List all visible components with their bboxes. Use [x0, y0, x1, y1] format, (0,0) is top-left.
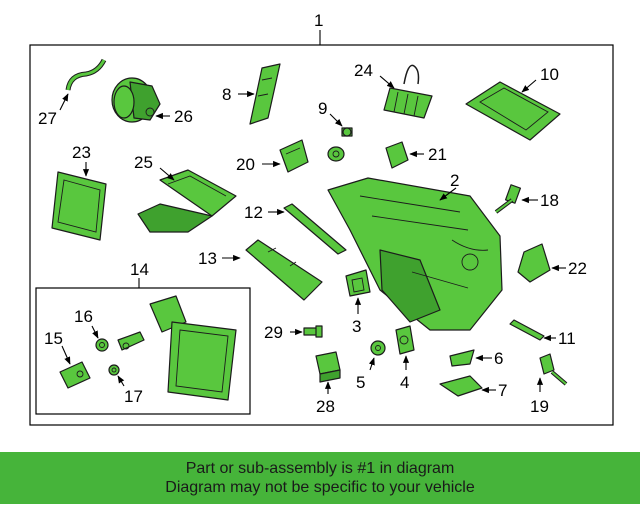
callout-12: 12	[244, 203, 263, 222]
part-17-o-ring	[108, 364, 120, 376]
callout-4: 4	[400, 373, 409, 392]
callout-7: 7	[498, 381, 507, 400]
callout-6: 6	[494, 349, 503, 368]
callout-20: 20	[236, 155, 255, 174]
callout-15: 15	[44, 329, 63, 348]
part-15-expansion-valve	[59, 361, 91, 389]
callout-14: 14	[130, 260, 149, 279]
part-4-lever	[395, 325, 415, 355]
callout-26: 26	[174, 107, 193, 126]
part-10-cover	[465, 81, 561, 141]
callout-16: 16	[74, 307, 93, 326]
callout-5: 5	[356, 373, 365, 392]
part-13-duct-panel	[245, 239, 323, 301]
assembly-frame	[29, 44, 614, 426]
part-9-fastener	[341, 127, 353, 137]
callout-23: 23	[72, 143, 91, 162]
callout-28: 28	[316, 397, 335, 416]
footer-line-2: Diagram may not be specific to your vehi…	[165, 479, 475, 496]
part-actuator-gear	[327, 146, 345, 162]
callout-17: 17	[124, 387, 143, 406]
callout-9: 9	[318, 99, 327, 118]
part-14-evaporator-core	[149, 295, 237, 401]
callout-19: 19	[530, 397, 549, 416]
callout-22: 22	[568, 259, 587, 278]
part-6-bracket	[449, 349, 475, 367]
part-22-actuator	[517, 243, 551, 283]
callout-29: 29	[264, 323, 283, 342]
callout-10: 10	[540, 65, 559, 84]
part-28-module	[315, 351, 341, 383]
part-11-rod	[509, 319, 545, 341]
part-12-seal-strip	[283, 203, 347, 255]
callout-3: 3	[352, 317, 361, 336]
callout-21: 21	[428, 145, 447, 164]
part-expansion-pipe	[117, 331, 145, 351]
part-18-sensor	[494, 184, 522, 214]
callout-11: 11	[558, 329, 576, 348]
part-19-sensor	[539, 353, 568, 386]
part-5-gear	[370, 340, 386, 356]
part-7-duct	[439, 375, 483, 397]
part-29-screw	[303, 325, 323, 338]
part-8-bracket	[249, 63, 281, 125]
part-3-vent-door	[345, 269, 371, 297]
callout-2: 2	[450, 171, 459, 190]
part-25-evaporator-housing	[137, 169, 237, 233]
part-2-hvac-housing	[327, 177, 503, 331]
callout-13: 13	[198, 249, 217, 268]
callout-25: 25	[134, 153, 153, 172]
part-21-actuator	[385, 141, 409, 169]
callout-8: 8	[222, 85, 231, 104]
parts-diagram: 1 14 27 26 8 24 10 9	[29, 11, 614, 426]
part-26-blower-motor	[111, 77, 161, 123]
callout-24: 24	[354, 61, 373, 80]
footer-line-1: Part or sub-assembly is #1 in diagram	[185, 460, 455, 477]
part-23-cabin-filter	[51, 171, 107, 241]
footer-banner: Part or sub-assembly is #1 in diagram Di…	[0, 452, 640, 504]
callout-27: 27	[38, 109, 57, 128]
part-16-o-ring	[95, 338, 109, 352]
callout-18: 18	[540, 191, 559, 210]
part-24-heater-core	[383, 64, 433, 119]
callout-1: 1	[314, 11, 323, 30]
subassembly-frame	[35, 287, 251, 415]
part-20-actuator	[279, 139, 309, 173]
